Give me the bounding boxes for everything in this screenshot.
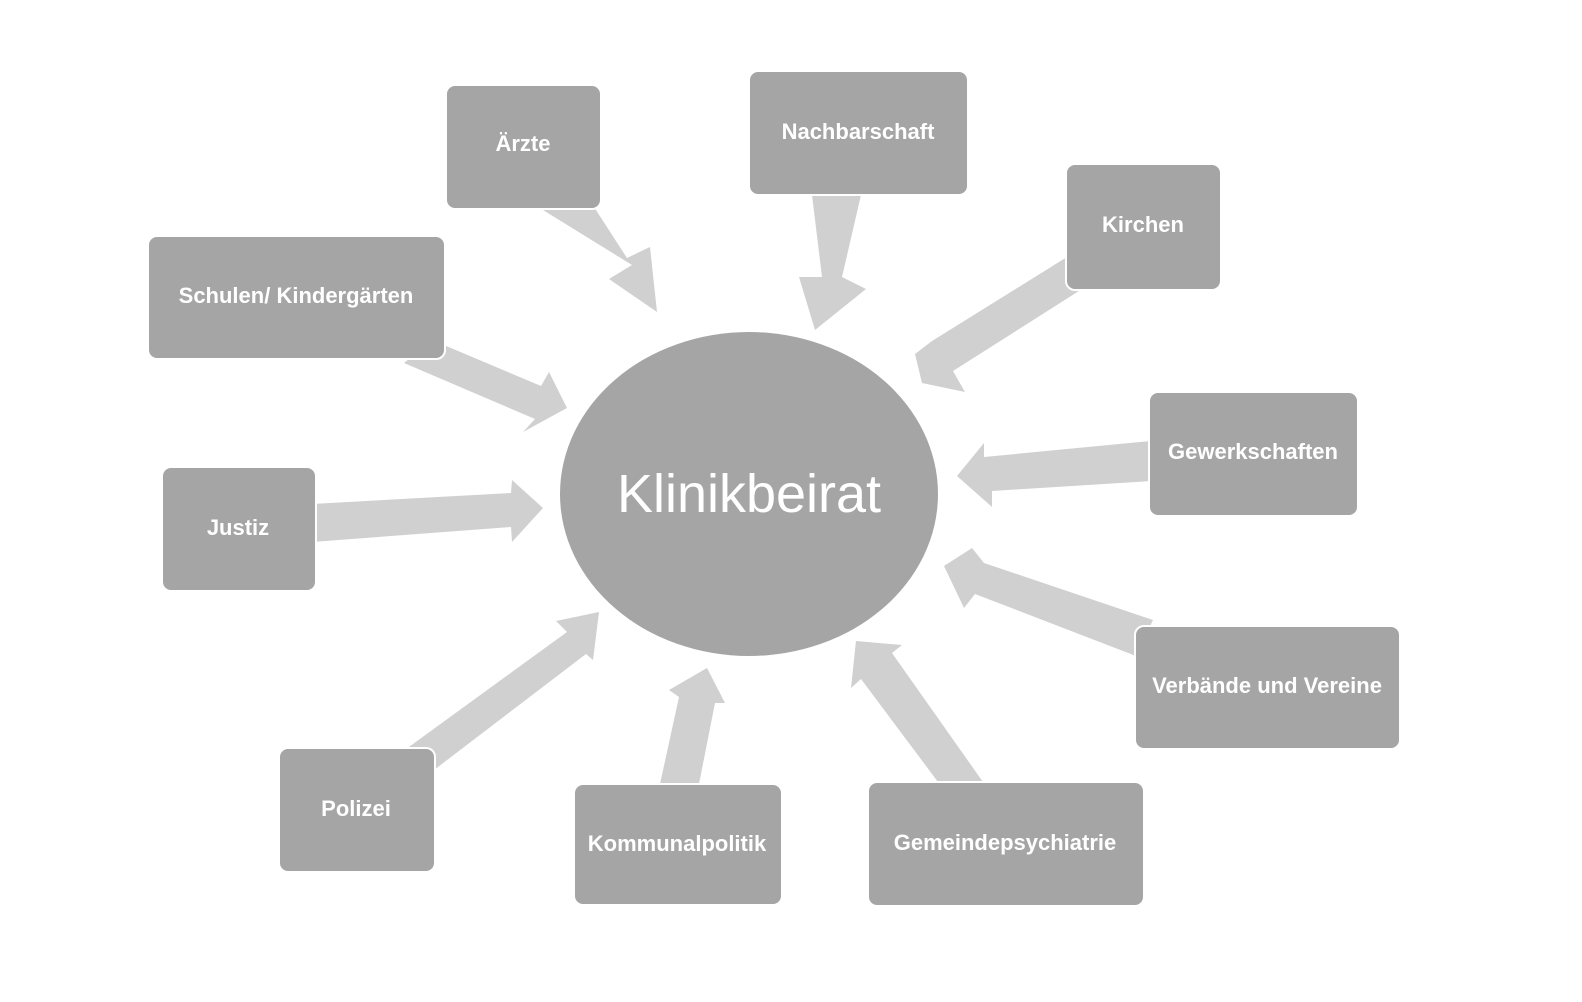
node-aerzte: Ärzte [445, 84, 602, 210]
arrow-kirchen [915, 257, 1082, 392]
node-nachbarschaft: Nachbarschaft [748, 70, 969, 196]
center-ellipse [560, 332, 938, 656]
center-label: Klinikbeirat [617, 464, 881, 524]
arrow-kommunalpolitik [660, 668, 725, 784]
node-box-polizei [278, 747, 436, 873]
arrow-verbaende [944, 548, 1153, 656]
node-label-gewerkschaften: Gewerkschaften [1168, 439, 1338, 464]
arrows [312, 190, 1153, 784]
node-box-kirchen [1065, 163, 1222, 291]
center-node: Klinikbeirat [560, 332, 938, 656]
node-box-aerzte [445, 84, 602, 210]
node-box-verbaende [1134, 625, 1401, 750]
node-justiz: Justiz [161, 466, 317, 592]
node-box-gemeindepsychiatrie [867, 781, 1145, 907]
arrow-nachbarschaft [799, 195, 866, 330]
node-polizei: Polizei [278, 747, 436, 873]
node-kommunalpolitik: Kommunalpolitik [573, 783, 783, 906]
arrow-justiz [312, 480, 543, 542]
node-label-gemeindepsychiatrie: Gemeindepsychiatrie [894, 830, 1117, 855]
arrow-aerzte [543, 190, 657, 312]
arrow-polizei [402, 612, 599, 770]
node-label-justiz: Justiz [207, 515, 269, 540]
node-box-justiz [161, 466, 317, 592]
node-schulen: Schulen/ Kindergärten [147, 235, 446, 360]
node-verbaende: Verbände und Vereine [1134, 625, 1401, 750]
node-box-schulen [147, 235, 446, 360]
node-box-nachbarschaft [748, 70, 969, 196]
arrow-gewerkschaften [957, 441, 1151, 507]
node-box-gewerkschaften [1148, 391, 1359, 517]
node-gewerkschaften: Gewerkschaften [1148, 391, 1359, 517]
node-label-schulen: Schulen/ Kindergärten [179, 283, 414, 308]
arrow-gemeindepsychiatrie [851, 641, 983, 782]
node-label-kirchen: Kirchen [1102, 212, 1184, 237]
node-label-polizei: Polizei [321, 796, 391, 821]
node-box-kommunalpolitik [573, 783, 783, 906]
node-label-aerzte: Ärzte [495, 131, 550, 156]
node-kirchen: Kirchen [1065, 163, 1222, 291]
arrow-schulen [404, 340, 567, 432]
node-gemeindepsychiatrie: Gemeindepsychiatrie [867, 781, 1145, 907]
nodes: Ärzte Nachbarschaft Kirchen Schulen/ Kin… [147, 70, 1401, 907]
node-label-nachbarschaft: Nachbarschaft [782, 119, 936, 144]
node-label-kommunalpolitik: Kommunalpolitik [588, 831, 767, 856]
node-label-verbaende: Verbände und Vereine [1152, 673, 1382, 698]
